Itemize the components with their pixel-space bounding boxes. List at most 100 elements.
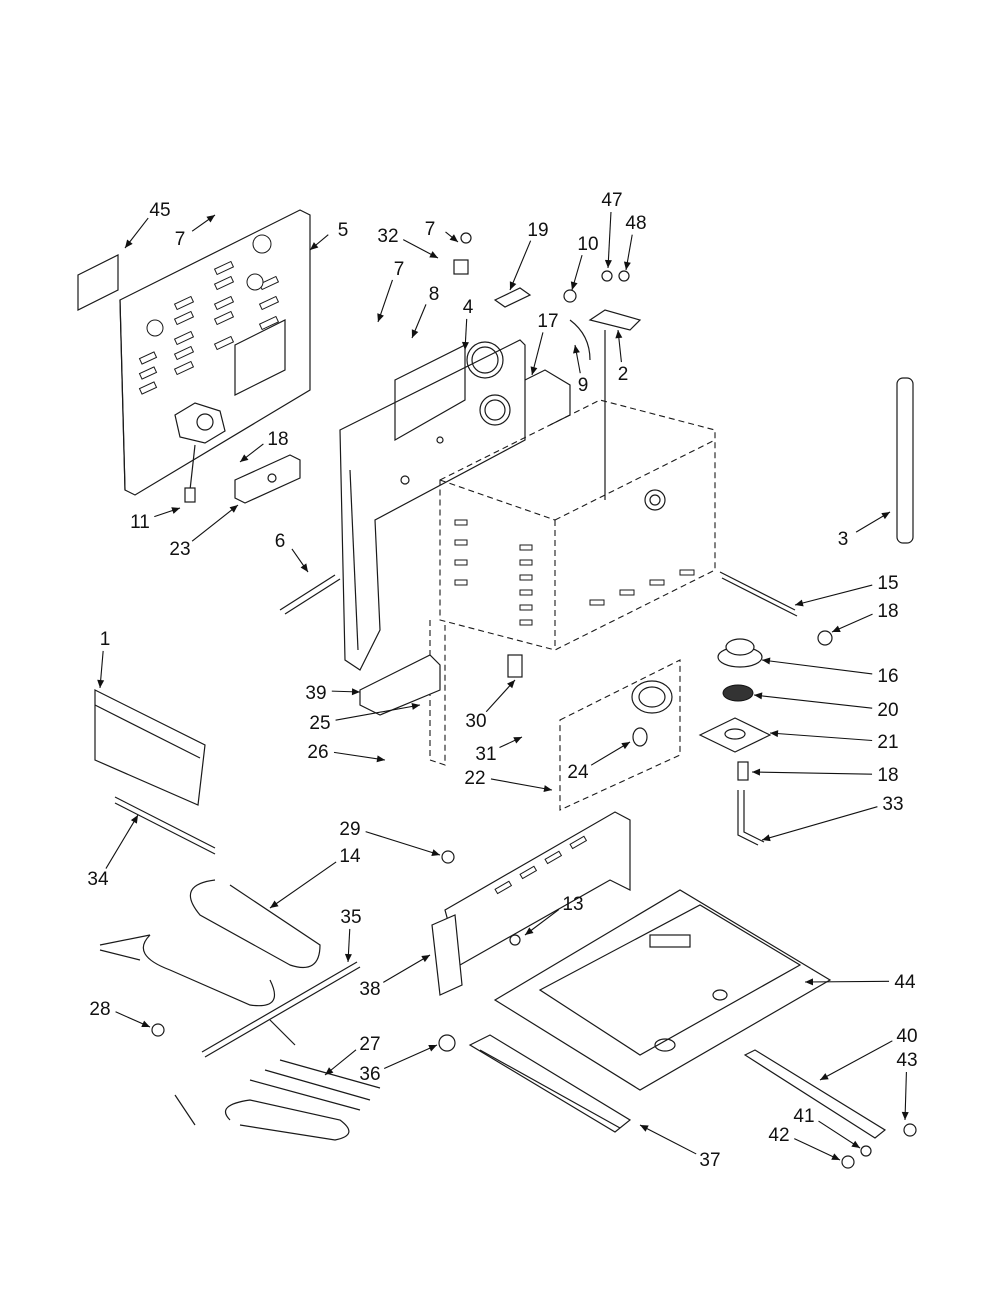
pipe-33 xyxy=(737,790,765,846)
arrowhead-28 xyxy=(141,1020,150,1027)
screw-28 xyxy=(151,1023,165,1037)
arrowhead-18b xyxy=(832,625,841,632)
arrowhead-38 xyxy=(421,955,430,963)
arrowhead-29 xyxy=(431,849,440,856)
callout-label-19: 19 xyxy=(527,220,548,241)
leader-line-41 xyxy=(818,1120,861,1149)
screw-43 xyxy=(903,1123,917,1137)
callout-label-7c: 7 xyxy=(394,259,405,280)
leader-line-34 xyxy=(105,814,139,869)
right-rail-3 xyxy=(896,377,914,544)
callout-label-18b: 18 xyxy=(877,601,898,622)
arrowhead-32 xyxy=(429,251,438,258)
bottom-pan xyxy=(493,889,832,1091)
leader-line-22 xyxy=(490,778,553,791)
arrowhead-34 xyxy=(130,815,138,824)
callout-label-23: 23 xyxy=(169,539,190,560)
callout-label-45: 45 xyxy=(149,200,170,221)
arrowhead-7b xyxy=(449,234,458,242)
leader-line-21 xyxy=(769,732,873,742)
leader-line-43 xyxy=(904,1071,907,1121)
leader-line-16 xyxy=(761,659,873,675)
callout-label-16: 16 xyxy=(877,666,898,687)
arrowhead-33 xyxy=(762,834,771,842)
callout-label-17: 17 xyxy=(537,311,558,332)
arrowhead-44 xyxy=(805,978,814,986)
screw-29 xyxy=(441,850,455,864)
callout-label-3: 3 xyxy=(838,529,849,550)
callout-label-32: 32 xyxy=(377,226,398,247)
access-region xyxy=(559,659,681,811)
arrowhead-48 xyxy=(623,261,631,270)
arrowhead-3 xyxy=(881,512,890,520)
callout-label-26: 26 xyxy=(307,742,328,763)
callout-label-31: 31 xyxy=(475,744,496,765)
arrowhead-10 xyxy=(570,281,578,290)
orifice-18 xyxy=(737,761,749,781)
clip-39 xyxy=(359,654,441,716)
bar-34 xyxy=(114,796,216,849)
burner-cap-20 xyxy=(722,684,754,702)
arrowhead-5 xyxy=(310,242,319,250)
arrowhead-4 xyxy=(461,341,469,350)
arrowhead-35 xyxy=(344,953,352,962)
leg-38 xyxy=(431,914,463,996)
leader-line-40 xyxy=(819,1040,893,1081)
leader-line-23 xyxy=(191,504,239,542)
leader-line-36 xyxy=(383,1044,438,1069)
callout-label-36: 36 xyxy=(359,1064,380,1085)
label-plate xyxy=(77,254,119,311)
arrowhead-20 xyxy=(754,692,763,700)
callout-label-21: 21 xyxy=(877,732,898,753)
leader-line-33 xyxy=(761,806,878,841)
bracket xyxy=(234,454,301,504)
oven-cavity xyxy=(439,399,716,651)
callout-label-39: 39 xyxy=(305,683,326,704)
arrowhead-31 xyxy=(513,737,522,744)
callout-label-15: 15 xyxy=(877,573,898,594)
callout-label-29: 29 xyxy=(339,819,360,840)
gasket-21 xyxy=(698,717,772,753)
arrowhead-23 xyxy=(229,505,238,513)
callout-label-30: 30 xyxy=(465,711,486,732)
callout-label-41: 41 xyxy=(793,1106,814,1127)
callout-label-20: 20 xyxy=(877,700,898,721)
arrowhead-7c xyxy=(377,313,384,322)
leader-line-19 xyxy=(509,240,532,291)
rail-40 xyxy=(743,1049,887,1139)
arrowhead-7a xyxy=(206,215,215,223)
leader-line-42 xyxy=(794,1138,841,1161)
callout-label-18c: 18 xyxy=(877,765,898,786)
callout-label-44: 44 xyxy=(894,972,916,993)
callout-label-25: 25 xyxy=(309,713,330,734)
arrowhead-8 xyxy=(411,329,419,338)
arrowhead-41 xyxy=(851,1140,860,1148)
callout-label-9: 9 xyxy=(578,375,589,396)
arrowhead-14 xyxy=(270,900,279,908)
callout-label-13: 13 xyxy=(562,894,583,915)
arrowhead-39 xyxy=(351,688,360,696)
arrowhead-36 xyxy=(428,1045,437,1052)
leader-line-25 xyxy=(335,704,421,721)
rail-37 xyxy=(468,1034,632,1133)
arrowhead-45 xyxy=(125,239,133,248)
leader-line-38 xyxy=(383,954,431,983)
rail-35 xyxy=(204,966,361,1058)
callout-label-10: 10 xyxy=(577,234,598,255)
arrowhead-15 xyxy=(795,599,804,607)
callout-label-18a: 18 xyxy=(267,429,288,450)
callout-label-37: 37 xyxy=(699,1150,720,1171)
screw-42 xyxy=(841,1155,855,1169)
arrowhead-21 xyxy=(770,730,779,738)
arrowhead-26 xyxy=(376,755,385,763)
rear-panel xyxy=(119,209,311,496)
arrowhead-18a xyxy=(240,454,249,462)
arrowhead-18c xyxy=(752,768,761,776)
leader-line-15 xyxy=(794,584,873,606)
callout-label-43: 43 xyxy=(896,1050,917,1071)
arrowhead-6 xyxy=(300,563,308,572)
leader-lines xyxy=(97,211,909,1161)
leader-line-37 xyxy=(639,1124,697,1155)
